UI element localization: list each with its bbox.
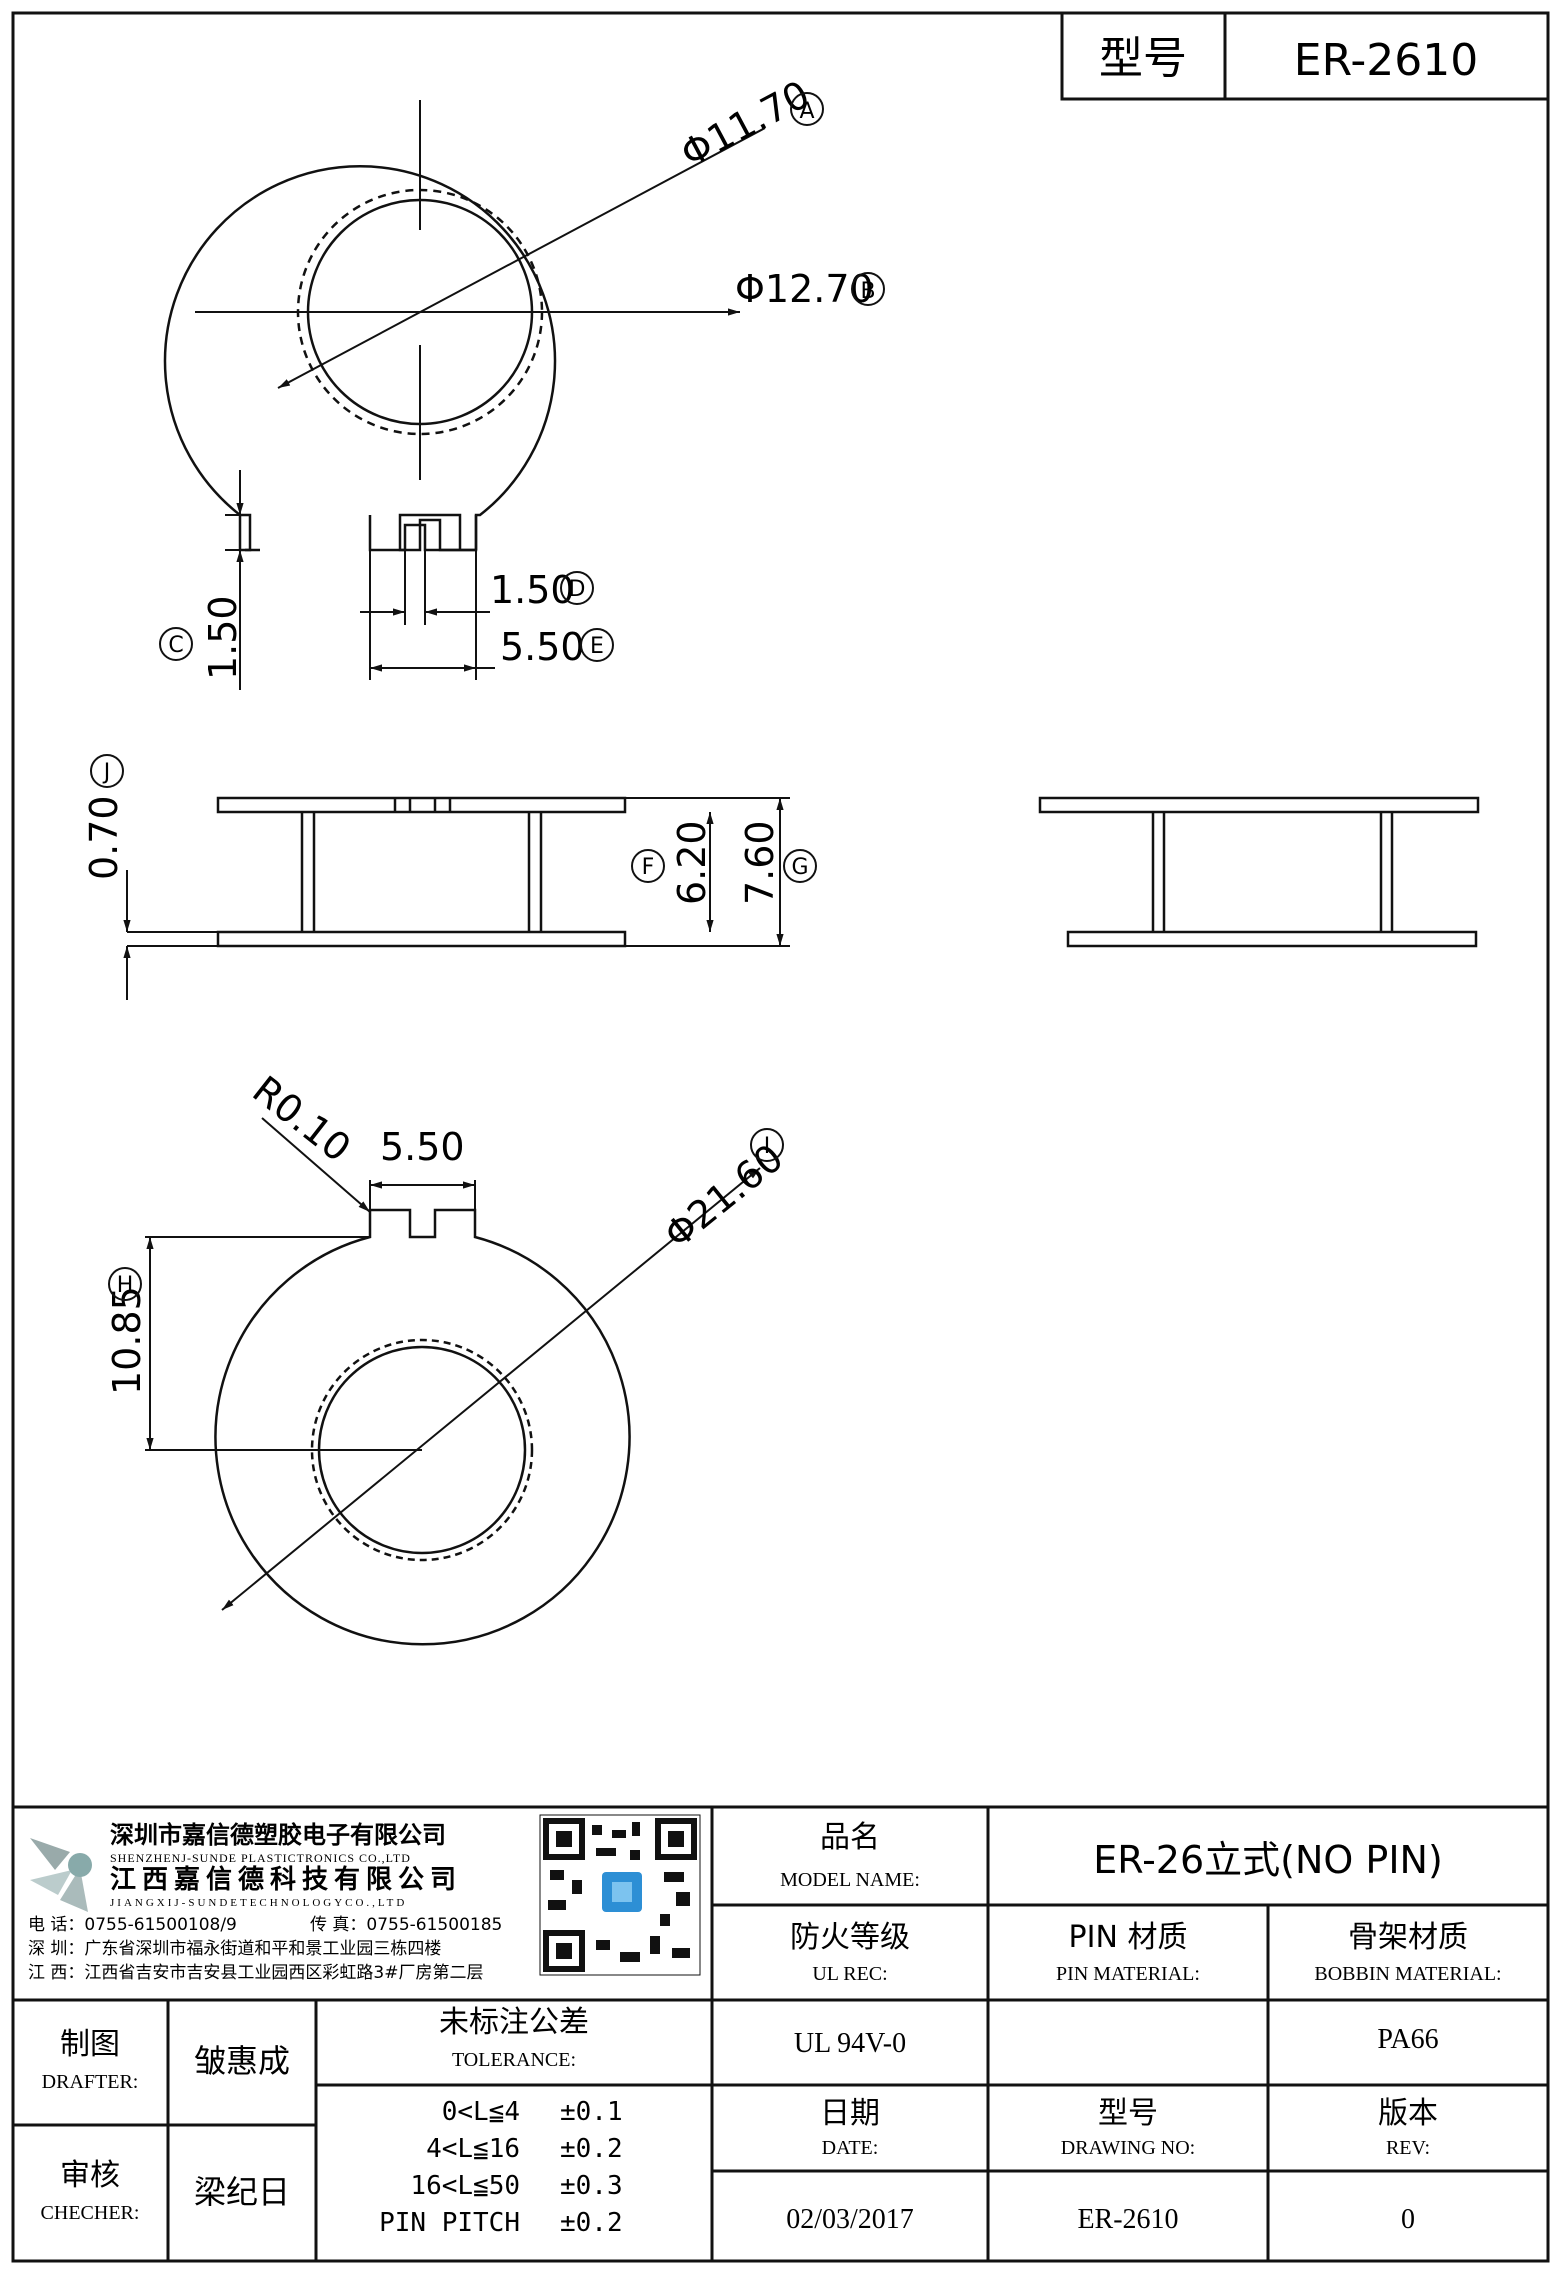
date-value: 02/03/2017 (786, 2204, 914, 2235)
dim-A-value: Φ11.70 (674, 72, 817, 176)
ul-rec-en: UL REC: (812, 1963, 887, 1985)
svg-text:D: D (569, 577, 586, 602)
dim-B-value: Φ12.70 (735, 267, 874, 311)
ul-rec-cn: 防火等级 (790, 1920, 910, 1955)
bobbin-material-en: BOBBIN MATERIAL: (1314, 1963, 1501, 1985)
svg-text:H: H (117, 1273, 134, 1298)
tolerance-value: ±0.3 (560, 2171, 623, 2201)
dim-H-value: 10.85 (105, 1286, 149, 1395)
company-name-en: SHENZHENJ-SUNDE PLASTICTRONICS CO.,LTD (110, 1851, 411, 1865)
pin-material-cn: PIN 材质 (1069, 1920, 1188, 1955)
date-en: DATE: (822, 2137, 879, 2159)
dim-G-tag: G (783, 849, 817, 883)
model-box: 型号 ER-2610 (1060, 11, 1550, 101)
ul-rec-value: UL 94V-0 (794, 2028, 906, 2059)
side-view (123, 796, 790, 1000)
tolerance-value: ±0.1 (560, 2097, 623, 2127)
bobbin-material-value: PA66 (1377, 2024, 1438, 2055)
rev-cn: 版本 (1378, 2096, 1438, 2131)
svg-text:A: A (799, 99, 814, 124)
dim-slot-value: 5.50 (380, 1125, 465, 1169)
company-name-cn: 深圳市嘉信德塑胶电子有限公司 (110, 1821, 446, 1849)
model-name-cn: 品名 (820, 1820, 880, 1855)
dim-H-tag: H (108, 1267, 142, 1301)
dim-E-tag: E (580, 628, 614, 662)
top-view (163, 100, 766, 690)
drawing-no-en: DRAWING NO: (1061, 2137, 1196, 2159)
svg-text:E: E (590, 634, 604, 659)
tolerance-list: 0<L≦4 ±0.1 4<L≦16 ±0.2 16<L≦50 ±0.3 PIN … (379, 2097, 623, 2238)
dim-J-tag: J (90, 754, 124, 788)
qr-code (539, 1814, 701, 1976)
dim-D-tag: D (560, 571, 594, 605)
dim-C-value: 1.50 (201, 595, 245, 680)
drawing-no-value: ER-2610 (1077, 2204, 1178, 2235)
drafter-cn: 制图 (60, 2027, 120, 2062)
sheet-border (11, 11, 1550, 2263)
tolerance-range: 16<L≦50 (410, 2171, 520, 2201)
pin-material-en: PIN MATERIAL: (1056, 1963, 1200, 1985)
svg-text:C: C (168, 633, 183, 658)
svg-text:J: J (102, 760, 111, 785)
drafter-en: DRAFTER: (42, 2071, 139, 2093)
dim-I-tag: I (750, 1128, 784, 1162)
model-name-en: MODEL NAME: (780, 1869, 920, 1891)
company-logo (30, 1838, 92, 1912)
dim-I-value: Φ21.60 (656, 1136, 791, 1257)
date-cn: 日期 (820, 2096, 880, 2131)
tolerance-cn: 未标注公差 (439, 2005, 589, 2040)
drafter-value: 皱惠成 (194, 2042, 290, 2080)
dim-F-value: 6.20 (670, 820, 714, 905)
dim-C-tag: C (159, 627, 193, 661)
dim-G-value: 7.60 (738, 820, 782, 905)
tolerance-value: ±0.2 (560, 2134, 623, 2164)
company-addr1: 深 圳：广东省深圳市福永街道和平和景工业园三栋四楼 (28, 1939, 441, 1959)
company-name2-en: JIANGXIJ-SUNDETECHNOLOGYCO.,LTD (110, 1897, 407, 1909)
tolerance-en: TOLERANCE: (452, 2049, 576, 2071)
svg-text:G: G (791, 855, 808, 880)
model-label: 型号 (1099, 33, 1187, 84)
company-name2-cn: 江西嘉信德科技有限公司 (110, 1865, 462, 1895)
checker-value: 梁纪日 (194, 2173, 290, 2211)
checker-en: CHECHER: (41, 2202, 140, 2224)
tolerance-range: 4<L≦16 (426, 2134, 520, 2164)
dim-E-value: 5.50 (500, 625, 585, 669)
tolerance-range: 0<L≦4 (442, 2097, 520, 2127)
svg-text:F: F (642, 855, 655, 880)
model-value: ER-2610 (1294, 35, 1478, 86)
bottom-view (145, 1117, 761, 1646)
model-name-value: ER-26立式(NO PIN) (1093, 1838, 1443, 1882)
title-block-grid (13, 1805, 1548, 2261)
company-addr2: 江 西：江西省吉安市吉安县工业园西区彩虹路3#厂房第二层 (28, 1963, 483, 1983)
company-phone: 电 话：0755-61500108/9 (28, 1915, 237, 1935)
dim-J-value: 0.70 (82, 795, 126, 880)
rev-value: 0 (1401, 2204, 1415, 2235)
dim-F-tag: F (631, 849, 665, 883)
right-view (1038, 796, 1480, 948)
company-fax: 传 真：0755-61500185 (310, 1915, 502, 1935)
dim-A-tag: A (790, 92, 824, 126)
bobbin-material-cn: 骨架材质 (1348, 1920, 1468, 1955)
dim-B-tag: B (851, 272, 885, 306)
rev-en: REV: (1386, 2137, 1430, 2159)
tolerance-range: PIN PITCH (379, 2208, 520, 2238)
drawing-no-cn: 型号 (1098, 2096, 1158, 2131)
svg-text:B: B (860, 279, 875, 304)
svg-text:I: I (764, 1134, 771, 1159)
checker-cn: 审核 (60, 2158, 120, 2193)
tolerance-value: ±0.2 (560, 2208, 623, 2238)
